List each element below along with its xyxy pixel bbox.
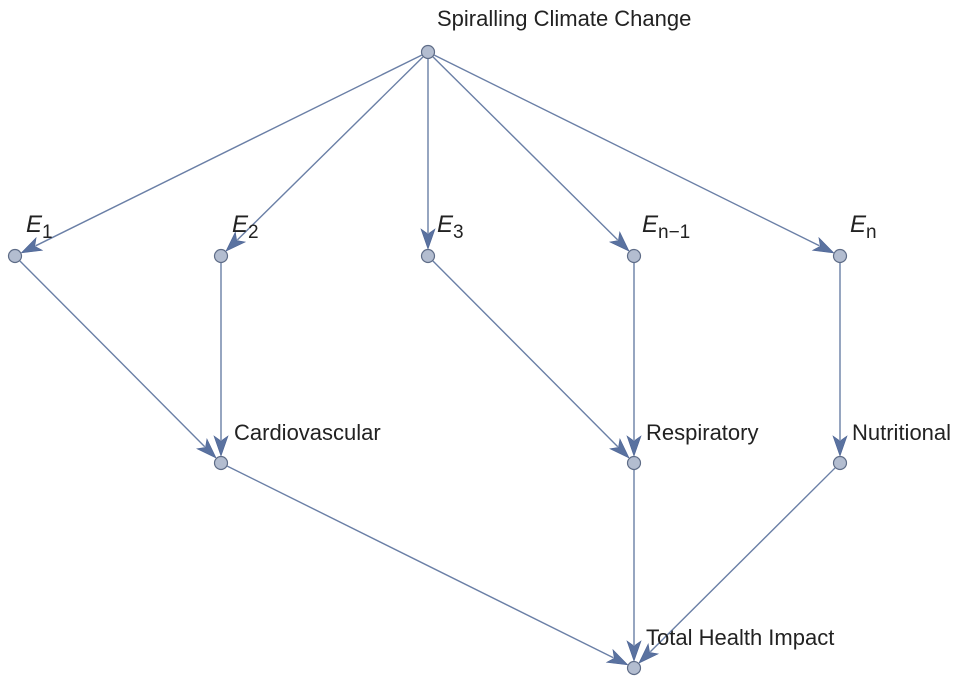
edge-e3-to-resp [432,260,619,448]
labels-layer: Spiralling Climate Change E1 E2 E3 En−1 … [26,6,951,650]
label-cardiovascular: Cardiovascular [234,420,381,445]
label-total-health-impact: Total Health Impact [646,625,834,650]
node-total-health-impact [626,660,642,676]
node-spiralling-climate-change [420,44,436,60]
edge-nutr-to-total [649,467,836,653]
arrowhead-nutr-to-total [638,643,660,664]
label-e1: E1 [26,211,53,243]
edge-root-to-en1 [432,56,619,241]
node-cardiovascular [213,455,229,471]
label-e2: E2 [232,211,259,243]
label-en-minus-1: En−1 [642,211,690,243]
arrowhead-en1-to-resp [626,435,642,457]
edge-e1-to-cardio [19,260,206,448]
arrowhead-root-to-e2 [225,231,247,252]
label-e3: E3 [437,211,464,243]
edge-root-to-e1 [35,54,423,247]
arrowhead-e1-to-cardio [196,437,217,459]
arrowhead-resp-to-total [626,640,642,662]
arrowhead-root-to-en [811,236,835,254]
label-spiralling-climate-change: Spiralling Climate Change [437,6,691,31]
edge-root-to-en [433,54,820,247]
node-en [832,248,848,264]
arrowhead-root-to-en1 [608,231,630,252]
node-e2 [213,248,229,264]
edges-layer [19,54,848,666]
node-e3 [420,248,436,264]
arrowhead-cardio-to-total [605,648,629,666]
edge-cardio-to-total [226,465,614,659]
label-nutritional: Nutritional [852,420,951,445]
arrowhead-en-to-nutr [832,435,848,457]
node-respiratory [626,455,642,471]
edge-root-to-e2 [236,56,424,241]
nodes-layer [7,44,848,676]
label-en: En [850,211,877,243]
label-respiratory: Respiratory [646,420,758,445]
arrowhead-e2-to-cardio [213,435,229,457]
arrowhead-root-to-e1 [20,236,44,254]
arrowhead-root-to-e3 [420,228,436,250]
node-en-minus-1 [626,248,642,264]
node-e1 [7,248,23,264]
arrowhead-e3-to-resp [609,437,630,459]
node-nutritional [832,455,848,471]
